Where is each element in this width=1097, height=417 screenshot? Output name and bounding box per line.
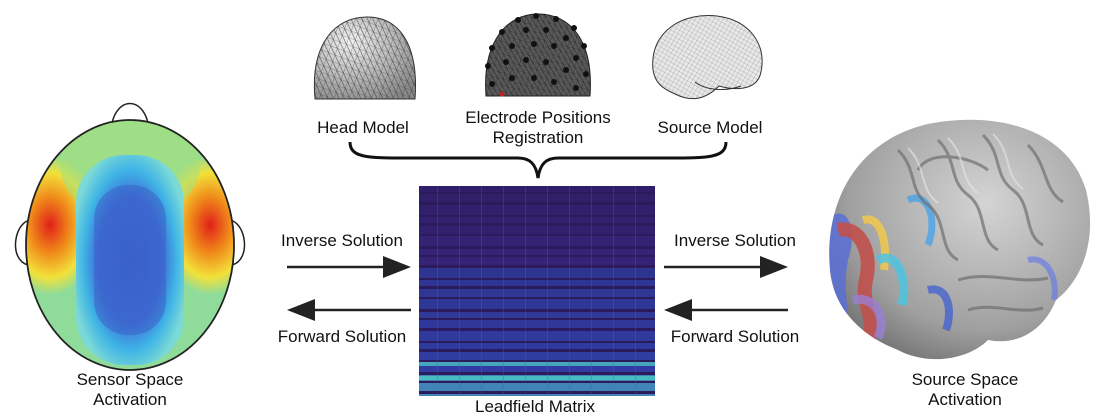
matrix-column-line [613, 186, 614, 396]
head-outline [25, 119, 235, 371]
matrix-column-line [547, 186, 548, 396]
forward-arrow-right [664, 299, 788, 321]
inverse-solution-left-label: Inverse Solution [281, 231, 403, 250]
inverse-solution-right-label: Inverse Solution [674, 231, 796, 250]
inverse-arrow-left [287, 256, 411, 278]
matrix-band [419, 320, 655, 328]
matrix-band [419, 249, 655, 255]
matrix-column-line [503, 186, 504, 396]
electrode-positions-label: Electrode Positions Registration [465, 108, 611, 147]
sensor-space-label: Sensor Space Activation [76, 370, 184, 409]
forward-arrow-left [287, 299, 411, 321]
matrix-column-line [481, 186, 482, 396]
matrix-band [419, 217, 655, 223]
matrix-band [419, 352, 655, 360]
matrix-column-line [437, 186, 438, 396]
matrix-band [419, 383, 655, 391]
matrix-band [419, 289, 655, 297]
matrix-column-line [459, 186, 460, 396]
nose-icon [111, 102, 149, 124]
curly-brace [348, 141, 728, 179]
matrix-column-line [635, 186, 636, 396]
forward-solution-left-label: Forward Solution [277, 327, 407, 346]
matrix-column-line [569, 186, 570, 396]
matrix-band [419, 226, 655, 234]
matrix-band [419, 343, 655, 349]
matrix-band [419, 299, 655, 309]
matrix-band [419, 205, 655, 215]
leadfield-label: Leadfield Matrix [474, 397, 595, 416]
matrix-band [419, 394, 655, 396]
matrix-band [419, 257, 655, 265]
matrix-band [419, 362, 655, 372]
forward-solution-right-label: Forward Solution [670, 327, 800, 346]
head-model-mesh [313, 16, 417, 100]
matrix-band [419, 268, 655, 278]
matrix-column-line [525, 186, 526, 396]
matrix-band [419, 236, 655, 246]
leadfield-matrix [419, 186, 655, 396]
head-model-label: Head Model [317, 118, 409, 137]
matrix-highlight [419, 362, 655, 366]
matrix-band [419, 331, 655, 341]
matrix-band [419, 280, 655, 286]
electrode-positions-mesh [485, 13, 591, 97]
source-space-brain [829, 119, 1091, 360]
sensor-space-topoplot [14, 102, 246, 371]
matrix-band [419, 194, 655, 202]
matrix-band [419, 186, 655, 192]
inverse-arrow-right [664, 256, 788, 278]
matrix-column-line [591, 186, 592, 396]
source-space-label: Source Space Activation [911, 370, 1019, 409]
matrix-highlight [419, 376, 655, 380]
source-model-mesh [652, 14, 763, 100]
source-model-label: Source Model [657, 118, 763, 137]
matrix-band [419, 312, 655, 318]
